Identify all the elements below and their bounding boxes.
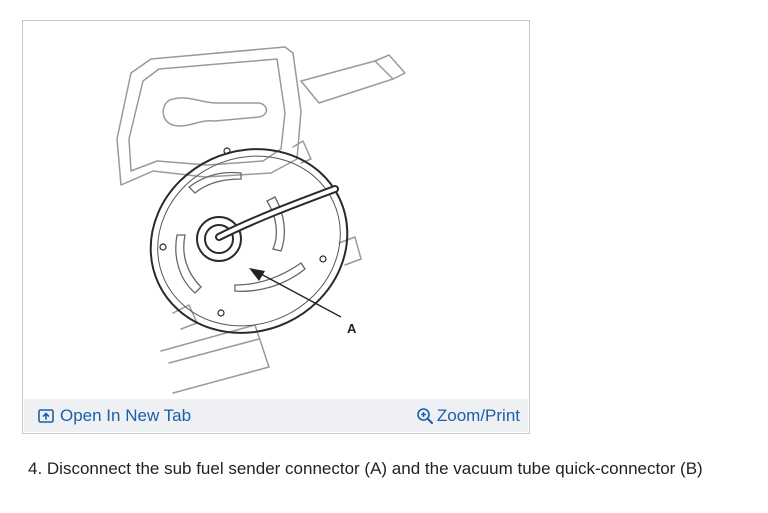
sender-plate xyxy=(149,147,349,334)
open-in-new-tab-icon xyxy=(38,408,54,423)
open-in-new-tab-button[interactable]: Open In New Tab xyxy=(38,406,191,426)
open-in-new-tab-label: Open In New Tab xyxy=(60,405,192,425)
upper-bracket xyxy=(300,60,394,104)
tank-housing-outline xyxy=(116,46,302,186)
zoom-in-icon xyxy=(416,407,434,425)
zoom-print-label: Zoom/Print xyxy=(436,405,520,425)
fuel-sender-diagram[interactable]: A xyxy=(23,21,529,399)
upper-bracket-tab xyxy=(374,54,406,80)
tank-housing-inner xyxy=(128,58,286,172)
zoom-print-button[interactable]: Zoom/Print xyxy=(416,406,520,426)
spoon-recess xyxy=(162,97,268,127)
callout-label-a: A xyxy=(347,321,357,336)
lower-bracket xyxy=(160,324,270,394)
step-instruction: 4. Disconnect the sub fuel sender connec… xyxy=(28,459,703,478)
figure-toolbar: Open In New Tab Zoom/Print xyxy=(24,399,528,432)
callout-arrow-a xyxy=(258,272,342,318)
figure-frame: A Open In New Tab Zoom/Print xyxy=(22,20,530,434)
left-tab xyxy=(172,304,198,330)
